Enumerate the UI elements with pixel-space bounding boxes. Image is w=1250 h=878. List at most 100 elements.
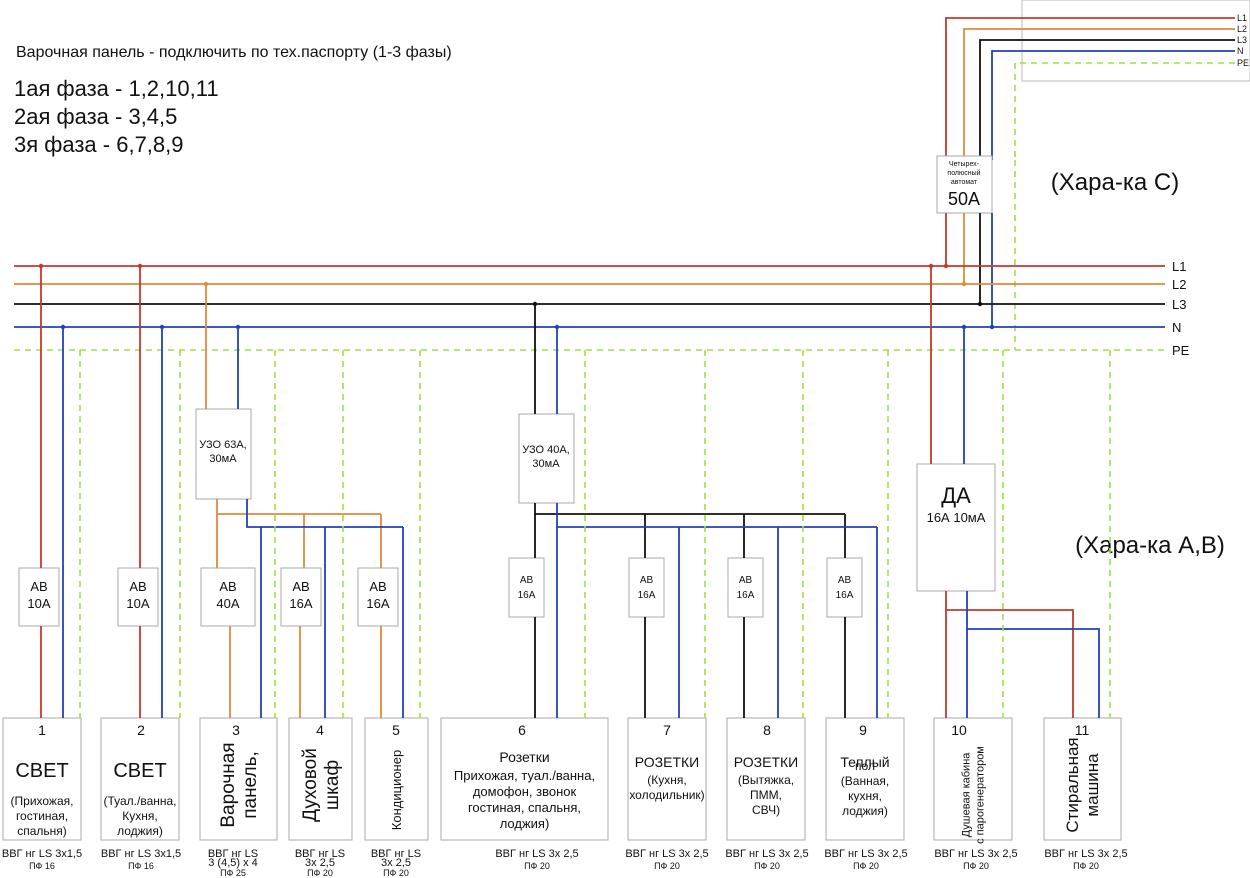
consumer-5-label-line-1: Кондиционер xyxy=(389,750,404,830)
breaker-8-box xyxy=(727,557,764,618)
phase-2-legend: 2ая фаза - 3,4,5 xyxy=(14,104,178,129)
consumer-4-box xyxy=(288,717,353,841)
junction-dot-5 xyxy=(532,301,538,307)
cable-1-spec: ВВГ нг LS 3х1,5 xyxy=(2,848,82,860)
inlet-label-l2: L2 xyxy=(1237,24,1247,34)
junction-dot-8 xyxy=(961,324,967,330)
bus-label-l1: L1 xyxy=(1172,259,1186,274)
consumer-8-desc-line-3: СВЧ) xyxy=(752,803,780,817)
characteristic-c-label: (Хара-ка С) xyxy=(1051,169,1179,196)
breaker-5-type: АВ xyxy=(369,579,386,594)
inlet-wire-l3 xyxy=(979,39,1235,160)
cable-5-spec: ВВГ нг LS xyxy=(371,848,421,860)
rcd1-line1: УЗО 63А, xyxy=(199,439,247,451)
junction-dot-7 xyxy=(928,263,934,269)
characteristic-ab-label: (Хара-ка А,В) xyxy=(1075,532,1225,559)
breaker-5-rating: 16А xyxy=(366,596,389,611)
breaker-2-rating: 10А xyxy=(126,596,149,611)
junction-dot-13 xyxy=(60,324,66,330)
cable-8-spec: ВВГ нг LS 3х 2,5 xyxy=(725,848,808,860)
breaker-9-type: АВ xyxy=(838,575,852,586)
consumer-9-box xyxy=(825,717,905,841)
cable-3-conduit: ПФ 25 xyxy=(220,868,246,878)
main-breaker-rating: 50А xyxy=(948,189,980,209)
cable-2-spec: ВВГ нг LS 3х1,5 xyxy=(101,848,181,860)
consumer-7-box xyxy=(627,717,707,841)
cable-4-conduit: ПФ 20 xyxy=(307,868,333,878)
consumer-9-desc-line-2: (Ванная, xyxy=(841,774,889,788)
consumer-3-number: 3 xyxy=(232,722,240,738)
junction-dot-14 xyxy=(159,324,165,330)
consumer-7-desc-line-1: (Кухня, xyxy=(647,773,686,787)
consumer-3-box xyxy=(199,717,278,841)
consumer-6-number: 6 xyxy=(518,722,526,738)
bus-label-l3: L3 xyxy=(1172,297,1186,312)
cable-6-conduit: ПФ 20 xyxy=(524,861,550,871)
consumer-1-number: 1 xyxy=(38,722,46,738)
breaker-7-type: АВ xyxy=(640,575,654,586)
cable-4-spec: ВВГ нг LS xyxy=(295,848,345,860)
rcd1-n-bus xyxy=(246,499,403,528)
c11-l1 xyxy=(946,609,1074,718)
consumer-6-box xyxy=(440,717,609,841)
junction-dot-9 xyxy=(943,263,949,269)
inlet-wire-pe xyxy=(1014,62,1235,160)
breaker-6-rating: 16А xyxy=(518,590,536,601)
cable-2-conduit: ПФ 16 xyxy=(128,861,154,871)
breaker-2-type: АВ xyxy=(129,579,146,594)
cable-4-spec-line2: 3х 2,5 xyxy=(305,857,335,869)
breaker-3-box xyxy=(200,567,256,627)
inlet-label-n: N xyxy=(1237,46,1244,56)
breaker-4-type: АВ xyxy=(292,579,309,594)
main-breaker-line2: полюсный xyxy=(947,169,980,177)
difav-line1: ДА xyxy=(941,483,971,508)
consumer-1-title: СВЕТ xyxy=(15,760,68,782)
breaker-7-box xyxy=(628,557,665,618)
breaker-6-type: АВ xyxy=(520,575,534,586)
phase-3-legend: 3я фаза - 6,7,8,9 xyxy=(14,132,184,157)
main-breaker-line1: Четырех- xyxy=(949,161,980,168)
consumer-2-desc-line-3: лоджия) xyxy=(117,824,163,838)
consumer-1-box xyxy=(2,717,82,841)
bus-label-l2: L2 xyxy=(1172,277,1186,292)
rcd1-line2: 30мА xyxy=(209,453,237,465)
cable-5-conduit: ПФ 20 xyxy=(383,868,409,878)
breaker-3-rating: 40А xyxy=(216,596,239,611)
consumer-7-number: 7 xyxy=(663,722,671,738)
breaker-6-box xyxy=(508,557,545,618)
consumer-8-number: 8 xyxy=(763,722,771,738)
breaker-4-rating: 16А xyxy=(289,596,312,611)
consumer-9-title: Теплый xyxy=(840,754,889,770)
cable-11-spec: ВВГ нг LS 3х 2,5 xyxy=(1044,848,1127,860)
inlet-wire-n xyxy=(991,50,1235,160)
breaker-1-rating: 10А xyxy=(27,596,50,611)
rcd2-line1: УЗО 40А, xyxy=(522,444,570,456)
breaker-8-rating: 16А xyxy=(737,590,755,601)
cable-9-conduit: ПФ 20 xyxy=(853,861,879,871)
junction-dot-6 xyxy=(554,324,560,330)
consumer-2-box xyxy=(100,717,180,841)
consumer-3-label-line-2: панель, xyxy=(240,751,261,819)
cable-8-conduit: ПФ 20 xyxy=(754,861,780,871)
consumer-9-desc-line-4: лоджия) xyxy=(842,804,888,818)
consumer-8-desc-line-1: (Вытяжка, xyxy=(738,773,794,787)
rcd1-box xyxy=(195,408,252,500)
junction-dot-1 xyxy=(38,263,44,269)
rcd2-line2: 30мА xyxy=(532,458,560,470)
inlet-label-l1: L1 xyxy=(1237,13,1247,23)
consumer-2-number: 2 xyxy=(137,722,145,738)
junction-dot-11 xyxy=(977,301,983,307)
breaker-4-box xyxy=(280,567,322,627)
inlet-wire-l2 xyxy=(963,28,1235,160)
consumer-7-title: РОЗЕТКИ xyxy=(635,754,699,770)
consumer-11-box xyxy=(1043,717,1122,841)
breaker-3-type: АВ xyxy=(219,579,236,594)
consumer-8-title: РОЗЕТКИ xyxy=(734,754,798,770)
phase-1-legend: 1ая фаза - 1,2,10,11 xyxy=(14,76,219,101)
cable-7-spec: ВВГ нг LS 3х 2,5 xyxy=(625,848,708,860)
consumer-11-number: 11 xyxy=(1075,722,1090,738)
consumer-8-desc-line-2: ПММ, xyxy=(750,788,782,802)
consumer-4-number: 4 xyxy=(316,722,324,738)
cable-3-spec: ВВГ нг LS xyxy=(208,848,258,860)
